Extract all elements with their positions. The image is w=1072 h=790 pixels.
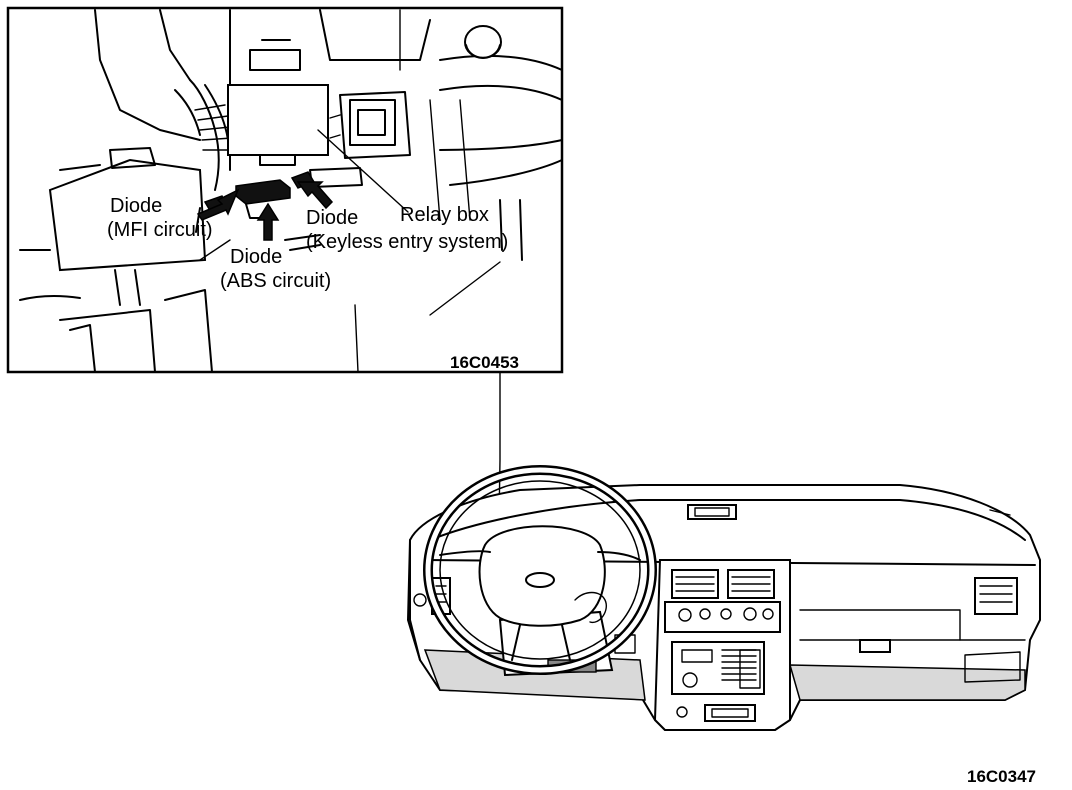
inset-background-sketch [19,9,563,373]
steering-wheel-hub [478,525,606,627]
dashboard-lower-panel-right [788,664,1026,701]
relay-box [227,84,329,156]
dashboard-overview [407,465,1041,731]
inset-detail-view: Diode (MFI circuit) Diode (ABS circuit) … [6,6,564,374]
right-side-vent [974,577,1018,615]
arrow-mfi [196,188,240,221]
label-diode-abs-line2: (ABS circuit) [220,270,331,292]
steering-wheel [423,465,657,675]
inset-figure-code: 16C0453 [450,353,519,372]
leader-relay-box [317,129,409,213]
label-diode-mfi-line2: (MFI circuit) [107,219,213,241]
label-relay-box: Relay box [400,204,489,226]
label-diode-mfi-line1: Diode [110,195,162,217]
main-figure-code: 16C0347 [967,767,1036,786]
steering-wheel-emblem [525,572,555,588]
label-diode-keyless-line2: (Keyless entry system) [306,231,508,253]
arrow-keyless [296,181,334,210]
arrow-abs [256,202,280,241]
glove-box-handle [859,639,891,653]
label-diode-abs-line1: Diode [230,246,282,268]
label-diode-keyless-line1: Diode [306,207,358,229]
